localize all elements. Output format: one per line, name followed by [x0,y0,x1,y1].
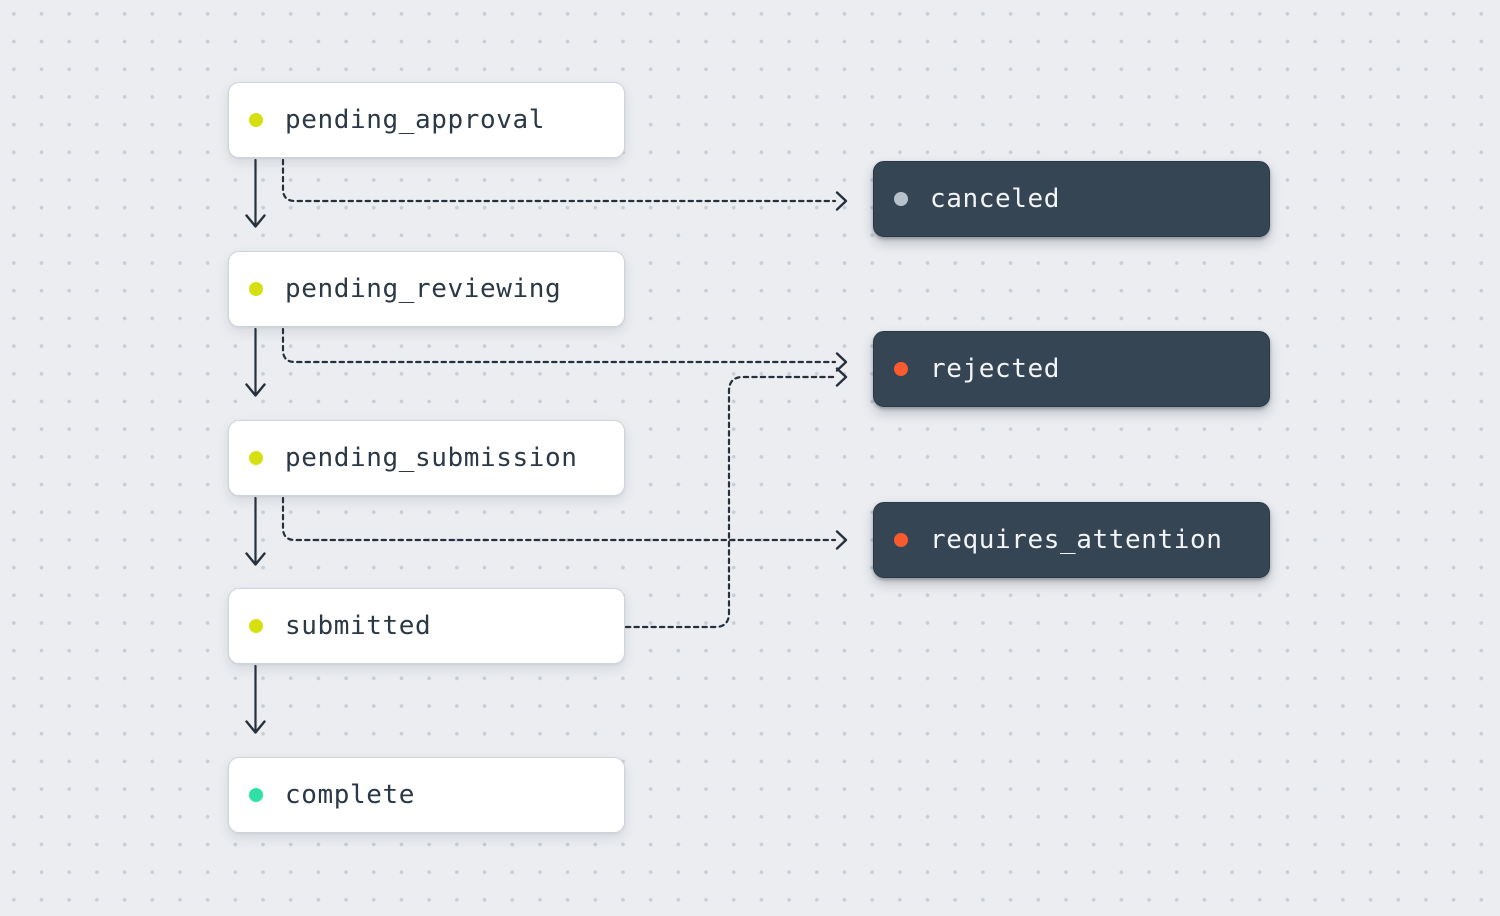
edge-pending-approval-to-pending-reviewing [245,158,266,228]
state-label: pending_submission [285,443,578,473]
status-dot [249,282,263,296]
status-dot [249,113,263,127]
edge-pending-approval-to-canceled [281,158,848,211]
state-node-pending-approval[interactable]: pending_approval [228,82,625,158]
edge-submitted-to-rejected [624,367,848,629]
state-label: pending_approval [285,105,546,135]
status-dot [249,788,263,802]
state-label: requires_attention [930,525,1223,555]
state-node-rejected[interactable]: rejected [873,331,1270,407]
state-node-submitted[interactable]: submitted [228,588,625,664]
state-label: submitted [285,611,432,641]
status-dot [894,533,908,547]
state-node-requires-attention[interactable]: requires_attention [873,502,1270,578]
status-dot [249,619,263,633]
status-dot [894,192,908,206]
state-label: canceled [930,184,1061,214]
state-label: rejected [930,354,1061,384]
edge-pending-submission-to-submitted [245,496,266,566]
status-dot [894,362,908,376]
state-label: pending_reviewing [285,274,562,304]
edge-submitted-to-complete [245,664,266,734]
edge-pending-reviewing-to-rejected [281,327,848,372]
state-node-canceled[interactable]: canceled [873,161,1270,237]
state-node-complete[interactable]: complete [228,757,625,833]
edge-pending-reviewing-to-pending-submission [245,327,266,397]
status-dot [249,451,263,465]
edge-pending-submission-to-requires-attention [281,496,848,550]
state-node-pending-submission[interactable]: pending_submission [228,420,625,496]
state-node-pending-reviewing[interactable]: pending_reviewing [228,251,625,327]
state-label: complete [285,780,416,810]
